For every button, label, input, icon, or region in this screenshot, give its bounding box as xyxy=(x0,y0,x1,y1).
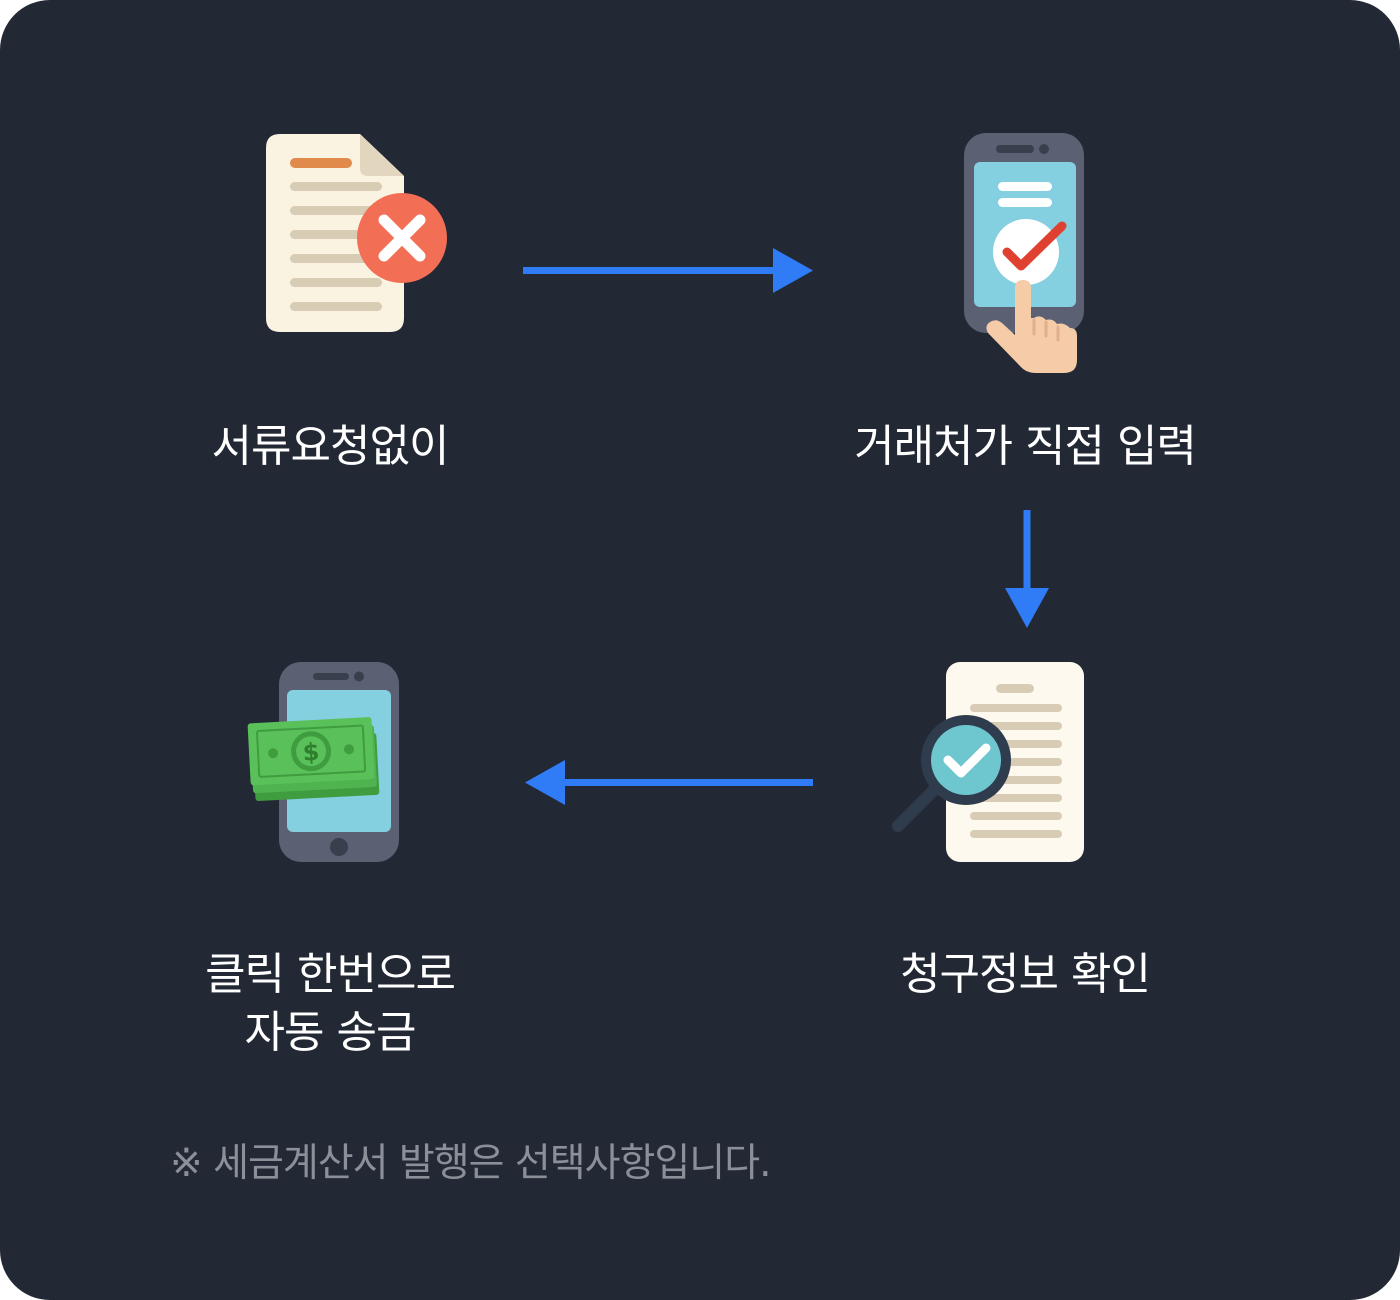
step-1-label: 서류요청없이 xyxy=(211,421,450,472)
step-3-label: 청구정보 확인 xyxy=(900,949,1151,1000)
phone-touch-check-icon xyxy=(960,130,1090,380)
step-4-label: 클릭 한번으로 자동 송금 xyxy=(130,946,530,1062)
document-magnifier-check-icon xyxy=(890,660,1090,870)
step-4-label-line2: 자동 송금 xyxy=(244,1007,417,1058)
step-4-label-line1: 클릭 한번으로 xyxy=(205,949,456,1000)
svg-text:$: $ xyxy=(302,738,320,767)
arrow-right-icon xyxy=(523,248,815,298)
document-x-icon xyxy=(262,130,452,340)
arrow-left-icon xyxy=(523,760,815,810)
step-2-label: 거래처가 직접 입력 xyxy=(854,421,1197,472)
footnote: ※ 세금계산서 발행은 선택사항입니다. xyxy=(170,1141,771,1186)
arrow-down-icon xyxy=(1004,510,1050,634)
phone-money-icon: $ xyxy=(245,660,405,865)
